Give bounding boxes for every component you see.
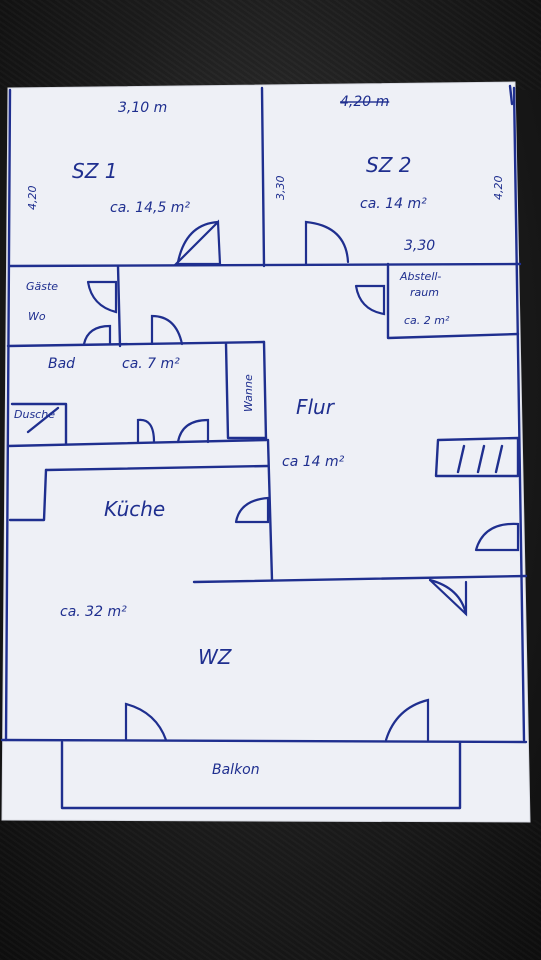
wall-kueche-top — [44, 464, 270, 472]
door-bad-1 — [136, 418, 156, 444]
outer-wall-right — [512, 86, 526, 742]
door-sz2 — [304, 220, 350, 266]
stairs-tread-2 — [476, 444, 486, 474]
room-abstell-name-2: raum — [410, 286, 439, 299]
door-sz1-arc — [176, 220, 220, 264]
door-balkon-left — [124, 702, 168, 742]
dusche-drain — [26, 406, 60, 434]
room-bad-name: Bad — [48, 356, 75, 372]
wall-kueche-notch — [8, 468, 48, 522]
wall-bad-right — [262, 340, 268, 442]
door-gaeste-wc — [82, 324, 112, 346]
stairs-box — [434, 436, 520, 478]
wall-bad-bottom — [6, 438, 268, 448]
room-sz1-name: SZ 1 — [72, 159, 117, 183]
door-bad-2 — [176, 418, 210, 444]
door-flur-right — [474, 522, 520, 552]
dusche-box — [10, 402, 68, 446]
door-flur-top — [150, 314, 184, 346]
balkon-outline — [60, 740, 462, 810]
paper-sheet — [1, 81, 531, 823]
door-sz1 — [173, 219, 222, 266]
room-gaeste-wc: Wo — [28, 310, 46, 323]
room-wz-area: ca. 32 m² — [60, 604, 127, 620]
room-sz2-name: SZ 2 — [366, 153, 411, 177]
room-gaeste-name: Gäste — [26, 280, 58, 293]
dimension-tick-right — [508, 84, 514, 106]
door-abstell — [354, 284, 386, 316]
stairs-tread-1 — [456, 444, 466, 474]
room-wanne-name: Wanne — [242, 374, 255, 412]
wanne-box — [224, 342, 268, 440]
wall-bedrooms-bottom — [8, 262, 522, 268]
door-kueche — [234, 496, 270, 524]
outer-wall-bottom — [0, 738, 528, 744]
room-wz-name: WZ — [198, 645, 233, 669]
room-abstell-area: ca. 2 m² — [404, 314, 450, 327]
leather-background-bottom — [0, 820, 541, 960]
wall-kueche-right — [266, 438, 274, 582]
wall-flur-bottom — [192, 574, 528, 584]
label-dim-top-right: 4,20 m — [340, 94, 389, 110]
outer-wall-left — [4, 88, 12, 742]
room-abstell-name: Abstell- — [399, 270, 441, 283]
label-dim-left: 4,20 — [26, 186, 39, 211]
label-dim-top-left: 3,10 m — [118, 100, 167, 116]
label-dim-abstell: 3,30 — [404, 238, 435, 254]
room-flur-area: ca 14 m² — [282, 454, 345, 470]
room-sz2-area: ca. 14 m² — [360, 196, 427, 212]
wall-abstell — [386, 262, 520, 340]
room-dusche-name: Dusche — [14, 408, 55, 421]
leather-background-top — [0, 0, 541, 90]
wall-bad-top — [6, 340, 266, 348]
room-sz1-area: ca. 14,5 m² — [110, 200, 190, 216]
door-gaeste — [86, 280, 118, 314]
label-dim-partition: 3,30 — [274, 176, 287, 201]
door-wz-arc — [428, 578, 468, 616]
wall-gaeste-right — [116, 264, 122, 348]
room-bad-area: ca. 7 m² — [122, 356, 180, 372]
room-balkon-name: Balkon — [212, 762, 260, 778]
label-dim-right: 4,20 — [492, 176, 505, 201]
room-kueche-name: Küche — [104, 497, 165, 521]
stairs-tread-3 — [494, 444, 504, 474]
wall-sz1-sz2 — [260, 86, 266, 268]
room-flur-name: Flur — [296, 395, 336, 419]
door-balkon-right — [384, 698, 430, 742]
